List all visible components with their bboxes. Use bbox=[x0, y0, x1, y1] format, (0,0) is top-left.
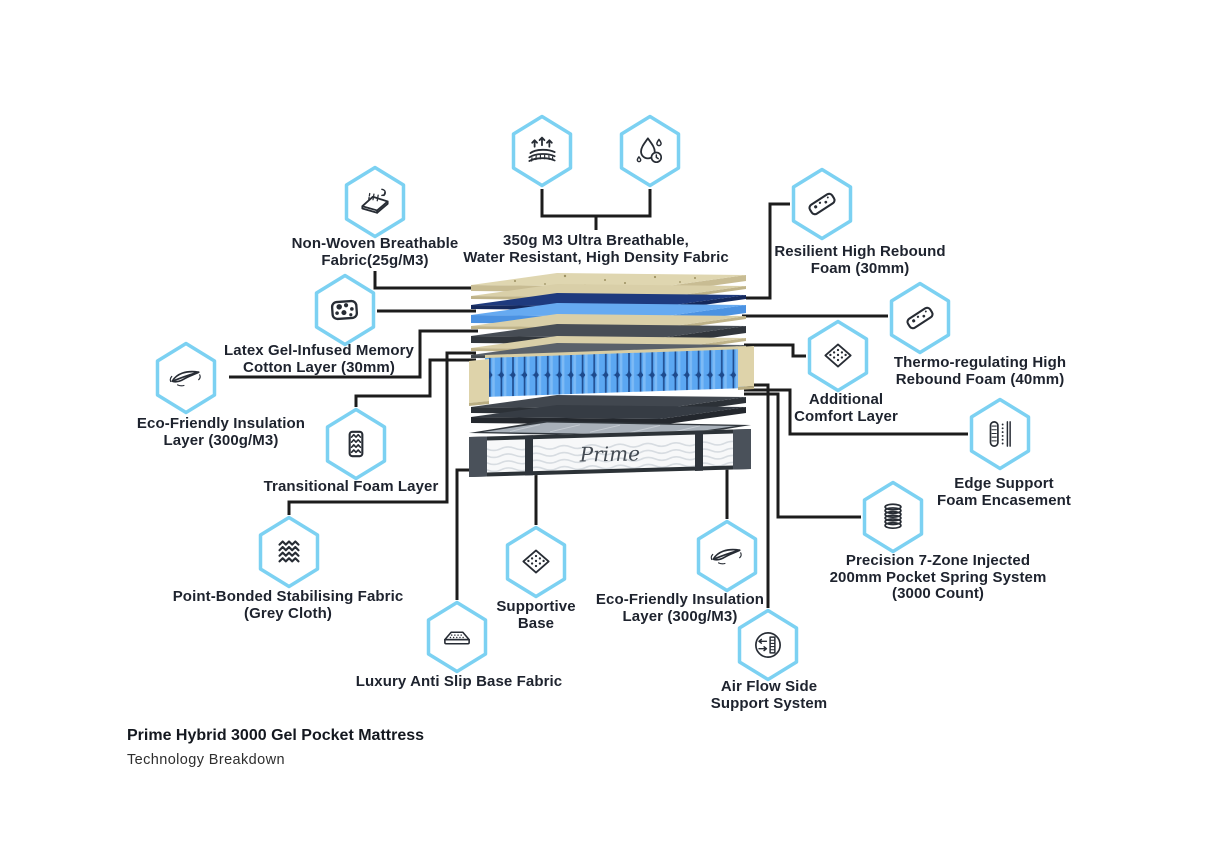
feature-node-resilient-foam bbox=[790, 167, 854, 241]
edge-foam-icon bbox=[989, 421, 1011, 447]
feature-node-transitional-foam bbox=[324, 407, 388, 481]
feature-node-additional-comfort bbox=[806, 319, 870, 393]
dots-diamond-icon bbox=[824, 343, 852, 368]
feature-node-precision-springs bbox=[861, 480, 925, 554]
feature-node-water-resistant bbox=[618, 114, 682, 188]
mattress-brand-label: Prime bbox=[579, 441, 641, 466]
feature-label-transitional-foam: Transitional Foam Layer bbox=[263, 478, 439, 495]
feature-label-luxury-anti-slip: Luxury Anti Slip Base Fabric bbox=[355, 673, 563, 690]
connector-eco-left bbox=[229, 329, 478, 379]
foam-zigzag-icon bbox=[348, 430, 364, 458]
connector-precision bbox=[744, 392, 861, 519]
breathable-mattress-icon bbox=[528, 136, 556, 162]
foam-angled-icon bbox=[906, 306, 934, 330]
hexagon-frame bbox=[314, 273, 376, 347]
feature-node-air-flow bbox=[736, 608, 800, 682]
nonwoven-fabric-icon bbox=[361, 188, 389, 214]
hexagon-frame bbox=[737, 608, 799, 682]
feature-node-point-bonded bbox=[257, 515, 321, 589]
hexagon-frame bbox=[619, 114, 681, 188]
foam-angled-icon bbox=[808, 192, 836, 216]
connector-additional bbox=[744, 343, 806, 358]
airflow-circle-icon bbox=[755, 632, 781, 658]
antislip-base-icon bbox=[444, 631, 470, 645]
layer-base-foam bbox=[471, 405, 746, 425]
connector-point-bonded bbox=[287, 351, 476, 515]
spring-coil-icon bbox=[884, 503, 902, 530]
connector-top-bracket bbox=[540, 189, 652, 230]
water-resist-timer-icon bbox=[636, 137, 663, 164]
hexagon-frame bbox=[344, 165, 406, 239]
feature-node-edge-support bbox=[968, 397, 1032, 471]
feature-node-eco-insulation-bottom bbox=[695, 519, 759, 593]
mattress-illustration: Prime bbox=[469, 273, 754, 477]
insulation-sheet-icon bbox=[169, 370, 201, 387]
page-title: Prime Hybrid 3000 Gel Pocket Mattress bbox=[127, 727, 425, 744]
page-subtitle: Technology Breakdown bbox=[127, 752, 285, 768]
herringbone-icon bbox=[278, 540, 300, 563]
hexagon-frame bbox=[325, 407, 387, 481]
hexagon-frame bbox=[889, 281, 951, 355]
connector-edge bbox=[744, 388, 968, 436]
sponge-holes-icon bbox=[330, 299, 359, 321]
feature-node-luxury-anti-slip bbox=[425, 600, 489, 674]
connector-non-woven bbox=[373, 271, 482, 290]
feature-node-supportive-base bbox=[504, 525, 568, 599]
layer-base-unit: Prime bbox=[469, 421, 751, 477]
hexagon-frame bbox=[969, 397, 1031, 471]
feature-node-eco-insulation-left bbox=[154, 341, 218, 415]
feature-label-point-bonded: Point-Bonded Stabilising Fabric(Grey Clo… bbox=[172, 588, 404, 622]
hexagon-frame bbox=[511, 114, 573, 188]
connector-luxury bbox=[455, 468, 482, 600]
title-block: Prime Hybrid 3000 Gel Pocket Mattress Te… bbox=[127, 727, 424, 768]
feature-node-breathable bbox=[510, 114, 574, 188]
connector-resilient bbox=[746, 202, 790, 300]
dots-diamond-icon bbox=[522, 549, 550, 574]
feature-node-non-woven bbox=[343, 165, 407, 239]
feature-node-latex-gel bbox=[313, 273, 377, 347]
feature-label-ultra-breathable: 350g M3 Ultra Breathable,Water Resistant… bbox=[463, 232, 729, 266]
feature-node-thermo-foam bbox=[888, 281, 952, 355]
hexagon-frame bbox=[791, 167, 853, 241]
insulation-sheet-icon bbox=[710, 548, 742, 565]
connector-transitional bbox=[354, 358, 476, 407]
layer-pocket-springs bbox=[469, 346, 754, 406]
